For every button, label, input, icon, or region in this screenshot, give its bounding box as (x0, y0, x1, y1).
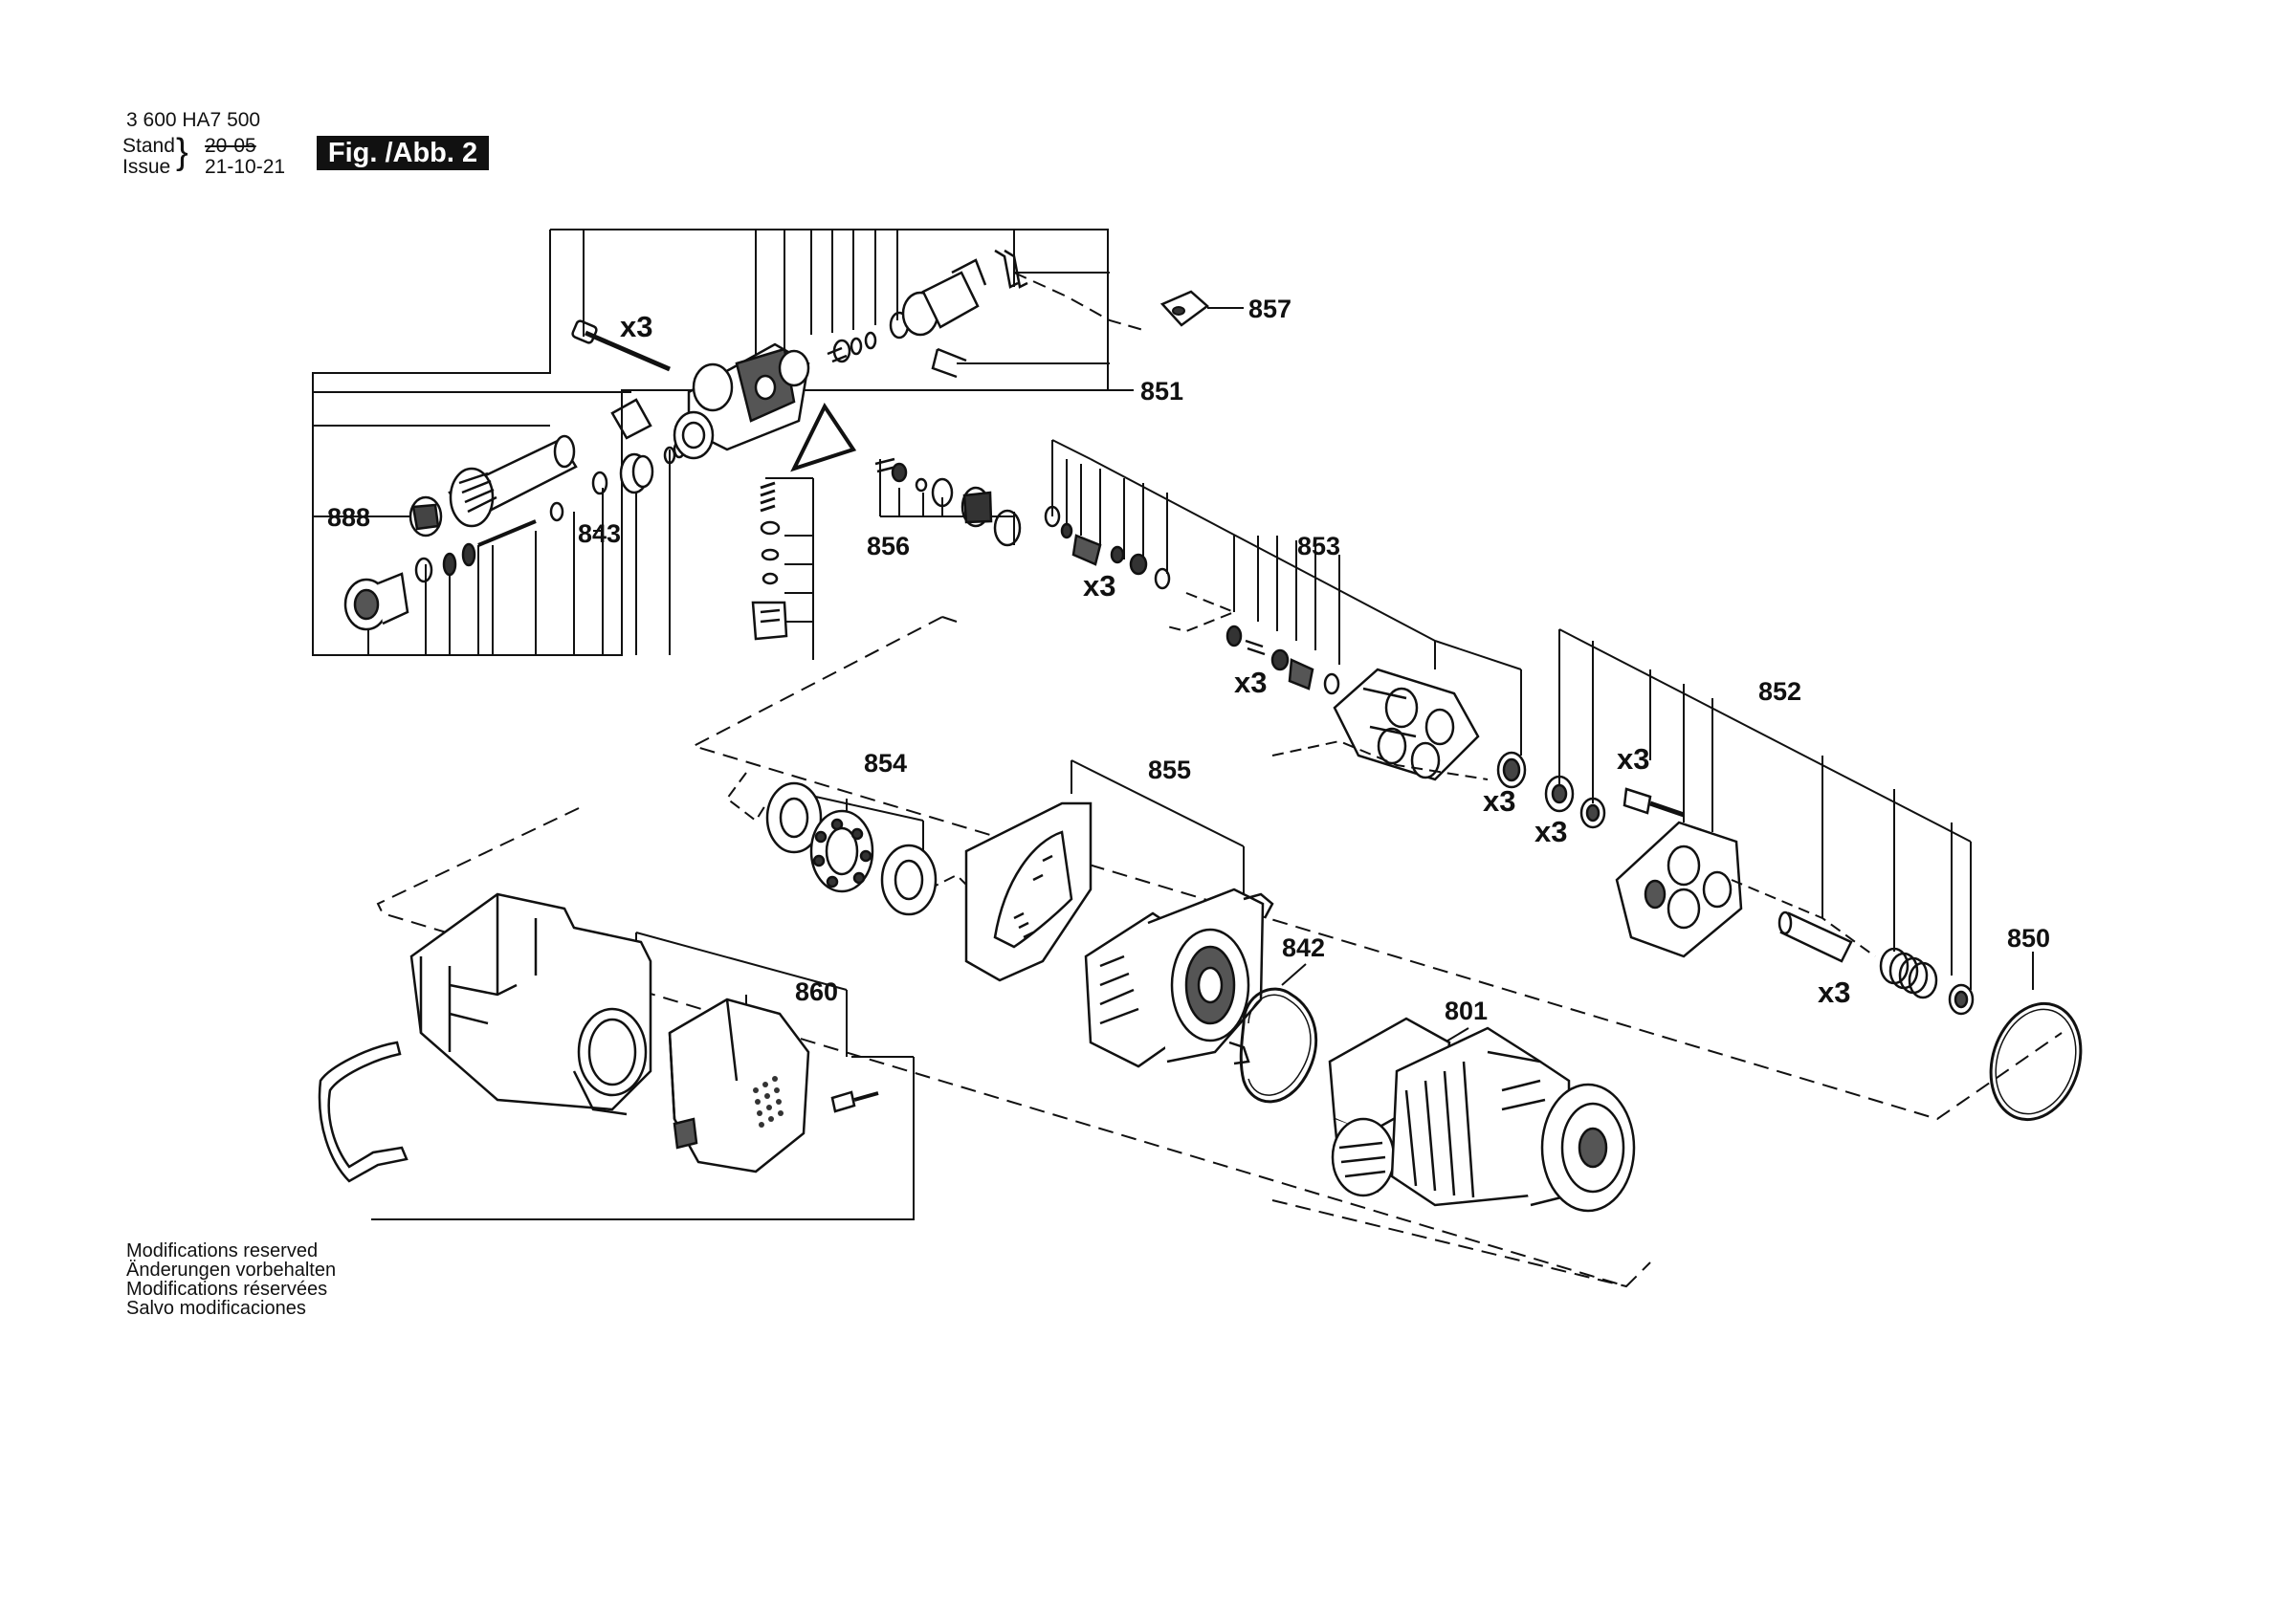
part-number-851: 851 (1140, 377, 1183, 406)
group-852 (1544, 628, 1975, 1016)
group-853 (1044, 439, 1527, 789)
part-number-888: 888 (327, 503, 370, 532)
quantity-label: x3 (1234, 666, 1267, 699)
dashed-assembly-paths (376, 616, 2063, 1288)
part-number-857: 857 (1248, 295, 1292, 323)
part-number-852: 852 (1758, 677, 1801, 706)
upper-assembly-frame (312, 229, 1134, 660)
footer-note: Salvo modificaciones (126, 1298, 306, 1319)
issue-label: Issue (122, 156, 171, 178)
part-number-854: 854 (864, 749, 907, 778)
group-860 (318, 892, 915, 1220)
quantity-label: x3 (620, 310, 652, 343)
footer-note: Änderungen vorbehalten (126, 1260, 337, 1281)
part-number-853: 853 (1297, 532, 1340, 560)
quantity-labels: x3 x3 x3 x3 x3 x3 x3 (620, 310, 1850, 1009)
label-leaders (373, 307, 1244, 532)
quantity-label: x3 (1617, 742, 1649, 776)
brace-icon: } (176, 132, 188, 172)
stand-label: Stand (122, 135, 175, 157)
quantity-label: x3 (1083, 569, 1115, 603)
part-number-842: 842 (1282, 933, 1325, 962)
part-labels: 857 851 888 843 856 853 852 854 855 860 … (327, 295, 2050, 1025)
footer-note: Modifications réservées (126, 1279, 328, 1300)
part-number-860: 860 (795, 977, 838, 1006)
oring-850 (1989, 952, 2083, 1122)
quantity-label: x3 (1534, 815, 1567, 848)
quantity-label: x3 (1483, 784, 1515, 818)
figure-label: Fig. /Abb. 2 (317, 136, 489, 170)
part-number-843: 843 (578, 519, 621, 548)
cap-857-group (1013, 272, 1242, 331)
part-number-850: 850 (2007, 924, 2050, 953)
group-854 (725, 772, 977, 916)
housing-801 (1328, 1017, 1636, 1213)
group-856 (874, 457, 1022, 547)
part-number-856: 856 (867, 532, 910, 560)
new-revision-date: 21-10-21 (205, 156, 286, 178)
oring-842 (1239, 963, 1318, 1104)
quantity-label: x3 (1818, 976, 1850, 1009)
footer-note: Modifications reserved (126, 1240, 319, 1261)
upper-components (343, 249, 1028, 641)
document-number: 3 600 HA7 500 (126, 109, 261, 131)
old-revision-date: 20-05 (205, 135, 256, 157)
group-855 (964, 759, 1274, 1068)
part-number-855: 855 (1148, 756, 1191, 784)
part-number-801: 801 (1445, 997, 1488, 1025)
